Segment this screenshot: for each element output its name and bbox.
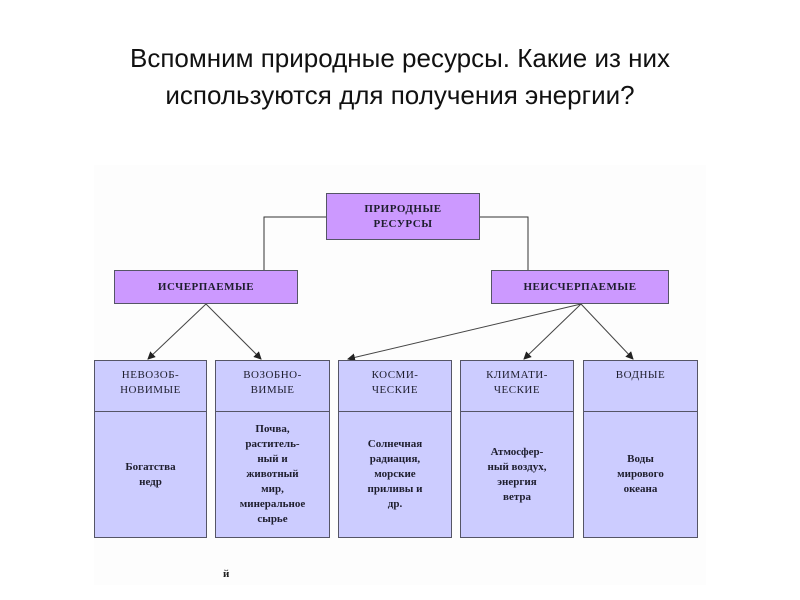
category-card-cosmic: КОСМИ- ЧЕСКИЕ Солнечная радиация, морски… (338, 360, 452, 538)
slide-title-line-2: используются для получения энергии? (165, 80, 635, 110)
connector-inexhaustible-to-cosmic (347, 303, 582, 362)
category-description: Почва, раститель- ный и животный мир, ми… (239, 423, 306, 525)
category-description: Богатства недр (125, 460, 176, 488)
category-header: КОСМИ- ЧЕСКИЕ (339, 361, 451, 412)
connector-inexhaustible-to-water (580, 303, 634, 360)
connector-root-to-inexhaustible (480, 216, 529, 270)
connector-root-to-exhaustible (263, 216, 326, 270)
group-node-exhaustible: ИСЧЕРПАЕМЫЕ (114, 270, 298, 304)
slide-title: Вспомним природные ресурсы. Какие из них… (0, 40, 800, 114)
category-header: НЕВОЗОБ- НОВИМЫЕ (95, 361, 206, 412)
category-card-climatic: КЛИМАТИ- ЧЕСКИЕ Атмосфер- ный воздух, эн… (460, 360, 574, 538)
category-card-nonrenewable: НЕВОЗОБ- НОВИМЫЕ Богатства недр (94, 360, 207, 538)
category-header: КЛИМАТИ- ЧЕСКИЕ (461, 361, 573, 412)
category-description: Солнечная радиация, морские приливы и др… (367, 438, 423, 510)
category-card-water: ВОДНЫЕ Воды мирового океана (583, 360, 698, 538)
category-description: Воды мирового океана (617, 453, 664, 495)
root-node-line-2: РЕСУРСЫ (373, 218, 433, 230)
category-description: Атмосфер- ный воздух, энергия ветра (487, 445, 547, 503)
category-header: ВОЗОБНО- ВИМЫЕ (216, 361, 329, 412)
stray-character: й (223, 568, 230, 580)
category-header: ВОДНЫЕ (584, 361, 697, 412)
root-node-line-1: ПРИРОДНЫЕ (364, 203, 442, 215)
connector-inexhaustible-to-climatic (523, 303, 582, 360)
category-card-renewable: ВОЗОБНО- ВИМЫЕ Почва, раститель- ный и ж… (215, 360, 330, 538)
group-node-inexhaustible: НЕИСЧЕРПАЕМЫЕ (491, 270, 669, 304)
connector-exhaustible-to-nonrenewable (147, 303, 207, 360)
slide-title-line-1: Вспомним природные ресурсы. Какие из них (129, 43, 670, 73)
connector-exhaustible-to-renewable (205, 303, 262, 360)
root-node-natural-resources: ПРИРОДНЫЕ РЕСУРСЫ (326, 193, 480, 240)
